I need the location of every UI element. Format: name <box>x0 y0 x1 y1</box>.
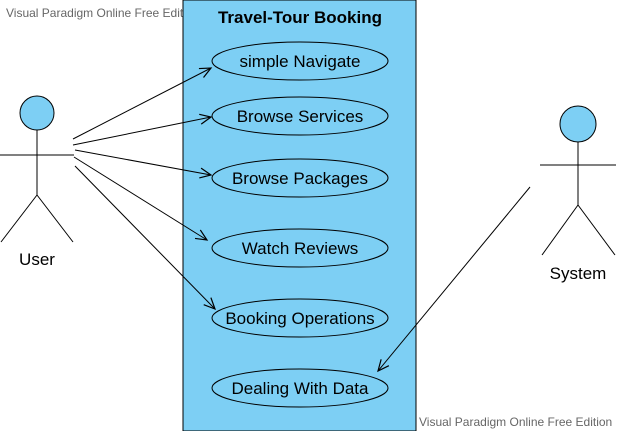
use-case-browse-packages[interactable]: Browse Packages <box>211 158 389 198</box>
actor-system[interactable]: System <box>540 105 616 283</box>
association-user-booking-operations <box>74 165 217 311</box>
watermark-bottom: Visual Paradigm Online Free Edition <box>419 415 612 429</box>
use-case-watch-reviews[interactable]: Watch Reviews <box>211 228 389 268</box>
use-case-label: Booking Operations <box>225 309 374 328</box>
use-case-simple-navigate[interactable]: simple Navigate <box>211 41 389 81</box>
actor-head-icon <box>19 95 55 131</box>
actor-head-icon <box>559 105 597 143</box>
use-case-booking-operations[interactable]: Booking Operations <box>211 298 389 338</box>
watermark-top: Visual Paradigm Online Free Edition <box>6 6 199 20</box>
use-case-dealing-with-data[interactable]: Dealing With Data <box>211 368 389 408</box>
actor-system-label: System <box>550 264 607 283</box>
actor-user-label: User <box>19 250 55 269</box>
use-case-label: Browse Services <box>237 107 364 126</box>
use-case-browse-services[interactable]: Browse Services <box>211 96 389 136</box>
association-user-simple-navigate <box>72 67 213 140</box>
use-case-label: simple Navigate <box>240 52 361 71</box>
system-boundary-title: Travel-Tour Booking <box>218 8 382 27</box>
use-case-label: Dealing With Data <box>231 379 369 398</box>
association-user-browse-packages <box>74 149 213 179</box>
use-case-label: Browse Packages <box>232 169 368 188</box>
actor-user[interactable]: User <box>0 95 74 269</box>
association-user-watch-reviews <box>73 156 209 241</box>
association-system-dealing-with-data <box>377 186 531 373</box>
use-case-label: Watch Reviews <box>242 239 359 258</box>
association-user-browse-services <box>72 113 213 146</box>
